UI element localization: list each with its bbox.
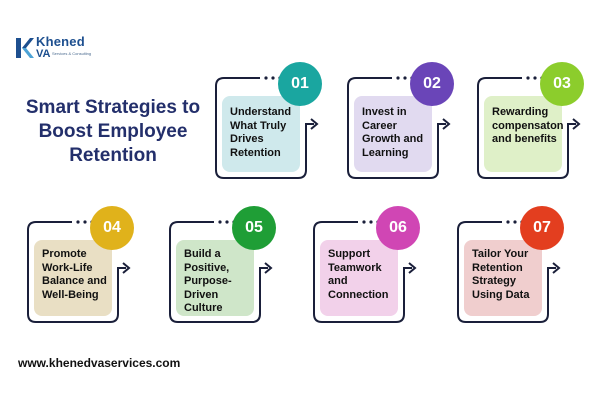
card-number-badge: 03 — [540, 62, 584, 106]
card-text-line: Teamwork — [328, 261, 382, 274]
card-text-line: Positive, — [184, 261, 230, 274]
card-number-badge: 04 — [90, 206, 134, 250]
card-text-line: Purpose- — [184, 275, 232, 287]
title-line: Smart Strategies to — [25, 97, 201, 118]
card-frame-arrow-icon — [313, 220, 417, 323]
brand-logo: Khened VA Services & Consulting — [14, 34, 91, 64]
website-url: www.khenedvaservices.com — [18, 356, 181, 370]
card-frame-arrow-icon — [347, 76, 451, 179]
card-frame-arrow-icon — [169, 220, 273, 323]
card-number-badge: 01 — [278, 62, 322, 106]
card-text-line: Tailor Your — [472, 248, 529, 260]
card-text-line: Using Data — [472, 288, 530, 301]
card-text-line: Retention — [472, 261, 523, 274]
title-line: Boost Employee — [38, 121, 188, 142]
card-text-line: Invest in — [362, 106, 407, 118]
brand-tagline: Services & Consulting — [52, 51, 92, 56]
card-text-line: and — [328, 275, 348, 287]
card-number-badge: 06 — [376, 206, 420, 250]
card-number-badge: 02 — [410, 62, 454, 106]
title-line: Retention — [69, 145, 157, 166]
card-text-line: Build a — [184, 248, 221, 260]
card-text-line: Learning — [362, 146, 409, 159]
card-text-line: Work-Life — [42, 261, 93, 274]
page-title: Smart Strategies to Boost Employee Reten… — [18, 96, 208, 168]
card-text-line: Support — [328, 248, 371, 260]
card-text-line: compensaton — [492, 119, 564, 132]
card-text-line: Strategy — [472, 275, 517, 287]
card-number-badge: 07 — [520, 206, 564, 250]
brand-sub: VA — [36, 48, 51, 60]
card-text-line: What Truly — [230, 119, 287, 132]
card-text-line: Career — [362, 119, 397, 132]
card-text-line: Understand — [230, 106, 292, 118]
card-text-line: Drives — [230, 133, 264, 145]
card-text-line: and benefits — [492, 133, 557, 145]
card-text-line: Driven — [184, 288, 219, 301]
brand-name: Khened — [36, 34, 85, 49]
card-text-line: Culture — [184, 302, 223, 314]
khened-logo-mark-icon — [16, 38, 34, 58]
card-text-line: Retention — [230, 146, 281, 159]
card-text-line: Rewarding — [492, 106, 549, 118]
card-text-line: Balance and — [42, 275, 107, 287]
card-text-line: Connection — [328, 288, 389, 301]
card-number-badge: 05 — [232, 206, 276, 250]
card-text-line: Promote — [42, 248, 87, 260]
card-text-line: Growth and — [362, 133, 424, 145]
card-text-line: Well-Being — [42, 288, 99, 301]
